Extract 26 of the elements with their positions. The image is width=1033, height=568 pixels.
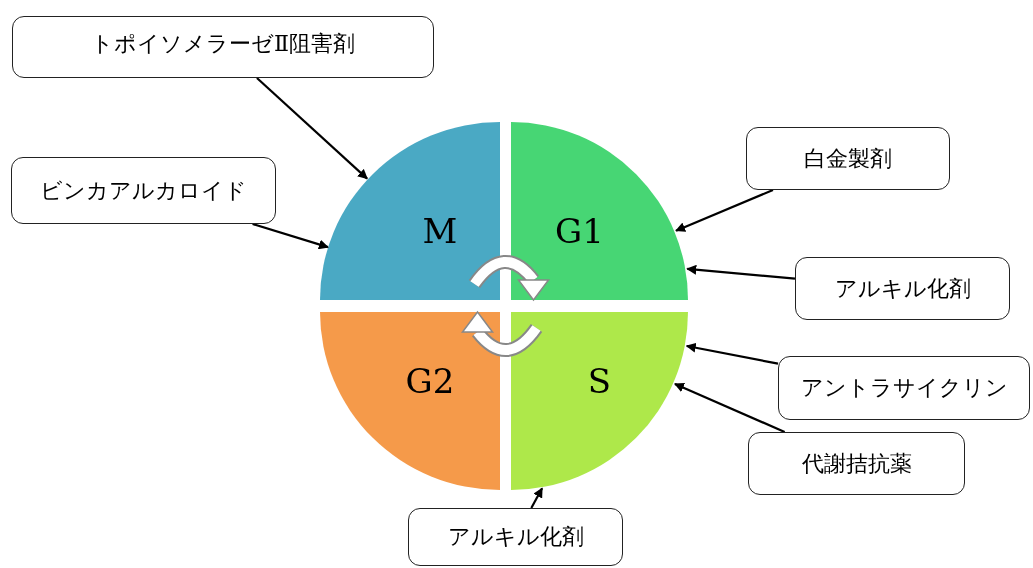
drug-class-label: 白金製剤: [804, 144, 892, 173]
arrow: [675, 189, 774, 232]
drug-class-label: 代謝拮抗薬: [801, 449, 912, 478]
phase-label: M: [422, 211, 458, 251]
label-box: [795, 257, 1010, 320]
phase-label: S: [587, 361, 612, 401]
arrow: [685, 342, 779, 365]
label-box: [778, 356, 1030, 420]
curved-arrow: [461, 310, 543, 357]
arrow: [252, 222, 329, 250]
arrow: [256, 77, 368, 180]
phase-label: G2: [405, 361, 455, 401]
drug-class-label: アルキル化剤: [834, 274, 971, 303]
drug-class-label: ビンカアルカロイド: [40, 176, 247, 205]
label-box: [12, 16, 434, 78]
label-box: [748, 432, 965, 495]
arrow: [686, 264, 796, 280]
drug-class-label: アントラサイクリン: [800, 374, 1008, 402]
label-box: [11, 157, 276, 224]
arrow: [530, 487, 544, 509]
label-box: [746, 127, 950, 190]
curved-arrow: [468, 255, 550, 302]
label-box: [408, 508, 623, 566]
drug-class-label: アルキル化剤: [447, 523, 584, 551]
phase-label: G1: [555, 211, 604, 251]
drug-class-label: トポイソメラーゼⅡ阻害剤: [91, 30, 355, 58]
